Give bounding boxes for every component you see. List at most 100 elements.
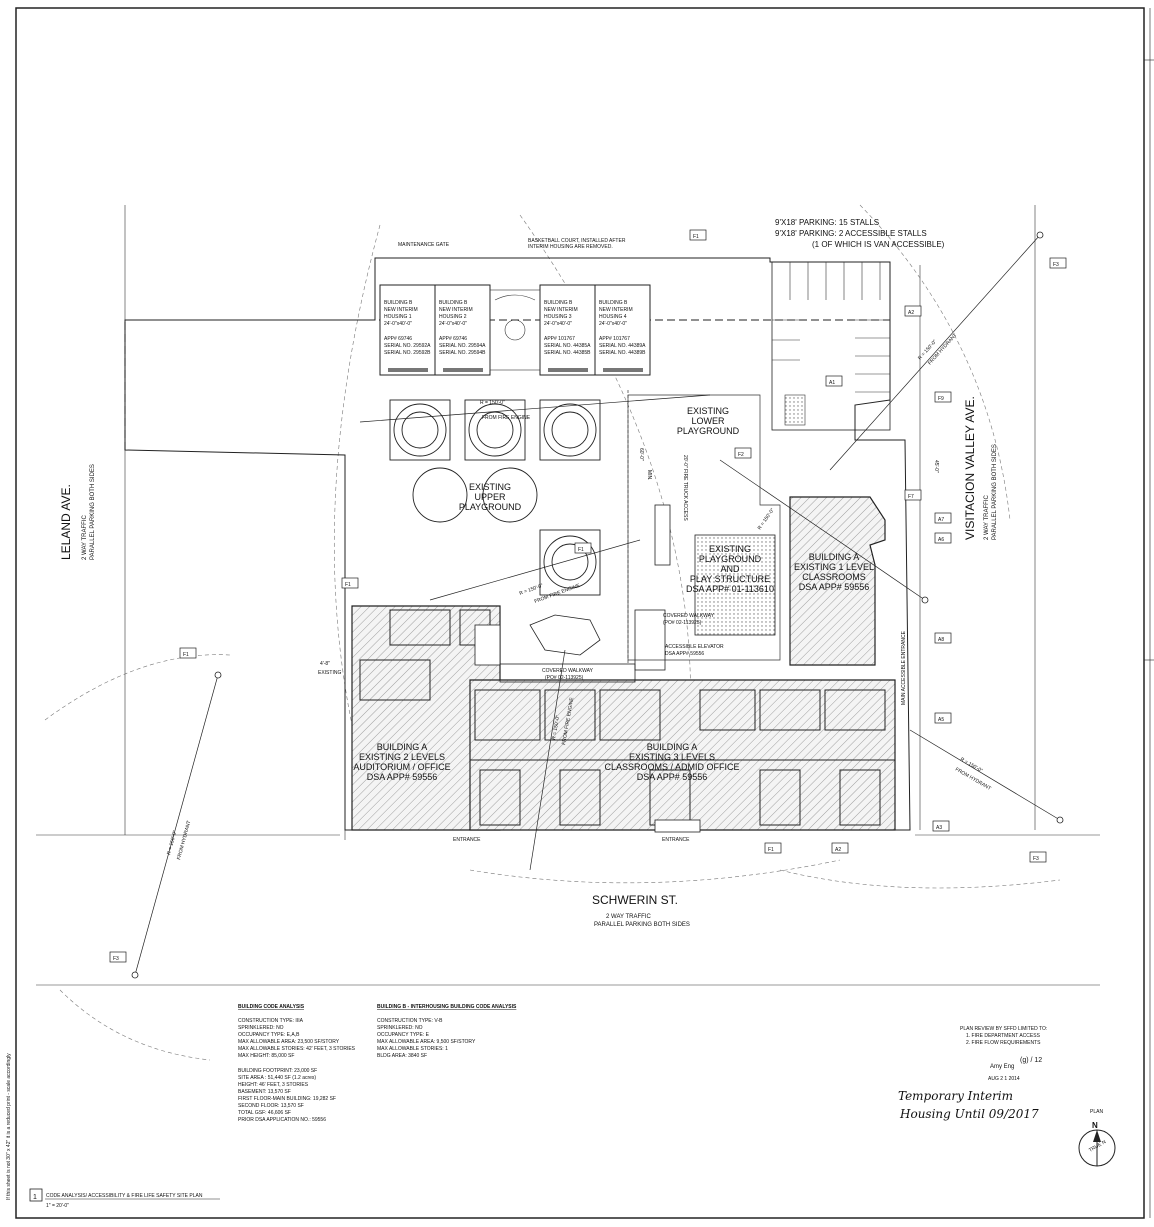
svg-text:BUILDING B: BUILDING B bbox=[384, 300, 413, 306]
tag-f1: F1 bbox=[179, 647, 197, 659]
svg-text:BUILDING CODE ANALYSIS: BUILDING CODE ANALYSIS bbox=[238, 1004, 305, 1010]
svg-text:A8: A8 bbox=[938, 637, 944, 643]
svg-text:BLDG AREA: 3840 SF: BLDG AREA: 3840 SF bbox=[377, 1053, 427, 1059]
svg-text:PLAN: PLAN bbox=[1090, 1109, 1103, 1115]
leland-parking: PARALLEL PARKING BOTH SIDES bbox=[90, 464, 96, 560]
svg-text:F3: F3 bbox=[1033, 856, 1039, 862]
hydrant-radius-arc bbox=[44, 654, 231, 721]
svg-text:HOUSING 4: HOUSING 4 bbox=[599, 314, 627, 320]
svg-text:APP# 69746: APP# 69746 bbox=[439, 336, 467, 342]
svg-text:SPRINKLERED: NO: SPRINKLERED: NO bbox=[238, 1025, 284, 1031]
hydrant-symbols bbox=[131, 231, 1064, 979]
handwritten-note-line1: Temporary Interim bbox=[898, 1089, 1013, 1103]
svg-text:PLAN REVIEW BY SFFD LIMITED TO: PLAN REVIEW BY SFFD LIMITED TO: bbox=[960, 1026, 1047, 1032]
tag-a1: A1 bbox=[825, 375, 843, 387]
svg-text:24'-0"x40'-0": 24'-0"x40'-0" bbox=[439, 321, 467, 327]
interim-boundary bbox=[124, 319, 890, 450]
svg-text:F3: F3 bbox=[113, 956, 119, 962]
covered-walkway bbox=[634, 609, 666, 671]
play-structure bbox=[694, 534, 776, 636]
svg-text:APP# 101767: APP# 101767 bbox=[544, 336, 575, 342]
svg-text:SERIAL NO. 29592A: SERIAL NO. 29592A bbox=[384, 343, 431, 349]
building-a-3-levels bbox=[469, 679, 896, 831]
tag-a2: A2 bbox=[904, 305, 922, 317]
lower-playground-label: EXISTING LOWER PLAYGROUND bbox=[677, 406, 740, 436]
main-entrance-label: MAIN ACCESSIBLE ENTRANCE bbox=[901, 630, 907, 705]
svg-text:LOWER: LOWER bbox=[691, 416, 725, 426]
svg-text:NEW INTERIM: NEW INTERIM bbox=[599, 307, 633, 313]
tag-f3: F3 bbox=[1049, 257, 1067, 269]
radius-label-source: FROM FIRE ENGINE bbox=[482, 415, 531, 421]
svg-text:SERIAL NO. 29594B: SERIAL NO. 29594B bbox=[439, 350, 486, 356]
svg-text:1: 1 bbox=[33, 1194, 37, 1201]
dim-60: 60'-0" bbox=[638, 448, 644, 461]
svg-text:MAX ALLOWABLE AREA: 23,500 SF/: MAX ALLOWABLE AREA: 23,500 SF/STORY bbox=[238, 1039, 340, 1045]
svg-text:F7: F7 bbox=[908, 494, 914, 500]
svg-text:AUG 2 1 2014: AUG 2 1 2014 bbox=[988, 1076, 1020, 1082]
svg-text:SERIAL NO. 44389A: SERIAL NO. 44389A bbox=[599, 343, 646, 349]
tag-f1: F1 bbox=[689, 229, 707, 241]
handwritten-note-line2: Housing Until 09/2017 bbox=[899, 1107, 1039, 1121]
svg-text:SERIAL NO. 44385B: SERIAL NO. 44385B bbox=[544, 350, 591, 356]
leland-ave-label: LELAND AVE. bbox=[59, 484, 73, 560]
svg-text:24'-0"x40'-0": 24'-0"x40'-0" bbox=[544, 321, 572, 327]
radius-label: R = 150'-0" bbox=[166, 830, 178, 856]
svg-text:F1: F1 bbox=[345, 582, 351, 588]
svg-text:DSA APP# 59556: DSA APP# 59556 bbox=[367, 772, 438, 782]
svg-text:24'-0"x40'-0": 24'-0"x40'-0" bbox=[599, 321, 627, 327]
unit-ramps bbox=[388, 368, 643, 372]
svg-text:CONSTRUCTION TYPE: V-B: CONSTRUCTION TYPE: V-B bbox=[377, 1018, 443, 1024]
svg-text:SERIAL NO. 29592B: SERIAL NO. 29592B bbox=[384, 350, 431, 356]
svg-text:A2: A2 bbox=[908, 310, 914, 316]
hydrant-radius-arc bbox=[779, 869, 1061, 889]
svg-text:BUILDING B - INTERHOUSING BUIL: BUILDING B - INTERHOUSING BUILDING CODE … bbox=[377, 1004, 517, 1010]
svg-text:MAX HEIGHT: 85,000 SF: MAX HEIGHT: 85,000 SF bbox=[238, 1053, 294, 1059]
existing-note: EXISTING bbox=[318, 670, 341, 676]
visitacion-ave-label: VISITACION VALLEY AVE. bbox=[963, 396, 977, 540]
svg-text:PLAYGROUND: PLAYGROUND bbox=[677, 426, 740, 436]
svg-text:EXISTING 2 LEVELS: EXISTING 2 LEVELS bbox=[359, 752, 445, 762]
stair bbox=[474, 624, 501, 666]
entrance-stair bbox=[654, 819, 701, 833]
radius-label: R = 150'-0" bbox=[551, 715, 561, 741]
svg-text:CLASSROOMS: CLASSROOMS bbox=[802, 572, 866, 582]
svg-text:NEW INTERIM: NEW INTERIM bbox=[544, 307, 578, 313]
visitacion-parking: PARALLEL PARKING BOTH SIDES bbox=[992, 444, 998, 540]
svg-text:24'-0"x40'-0": 24'-0"x40'-0" bbox=[384, 321, 412, 327]
entrance-label: ENTRANCE bbox=[453, 837, 481, 843]
svg-text:APP# 101767: APP# 101767 bbox=[599, 336, 630, 342]
radius-label: R = 150'-0" bbox=[757, 507, 776, 531]
svg-text:SITE AREA : 51,440 SF (1.2 acr: SITE AREA : 51,440 SF (1.2 acres) bbox=[238, 1075, 316, 1081]
tag-a3: A3 bbox=[932, 820, 950, 832]
svg-text:HOUSING 2: HOUSING 2 bbox=[439, 314, 467, 320]
svg-text:DSA APP# 59556: DSA APP# 59556 bbox=[799, 582, 870, 592]
svg-text:A2: A2 bbox=[835, 847, 841, 853]
reduced-print-note: If this sheet is not 30" x 42" it is a r… bbox=[6, 1053, 12, 1200]
schwerin-parking: PARALLEL PARKING BOTH SIDES bbox=[594, 922, 690, 928]
covered-walkway bbox=[499, 663, 636, 683]
hydrant-radius-arc bbox=[469, 859, 841, 884]
schwerin-traffic: 2 WAY TRAFFIC bbox=[606, 914, 651, 920]
tag-a6: A6 bbox=[934, 532, 952, 544]
svg-text:HOUSING 1: HOUSING 1 bbox=[384, 314, 412, 320]
plan-review-stamp: PLAN REVIEW BY SFFD LIMITED TO: 1. FIRE … bbox=[960, 1026, 1047, 1082]
svg-text:2. FIRE FLOW REQUIREMENTS: 2. FIRE FLOW REQUIREMENTS bbox=[966, 1040, 1041, 1046]
fire-truck-access-note: 20'-0" FIRE TRUCK ACCESS bbox=[682, 455, 688, 521]
svg-text:PRIOR DSA APPLICATION NO.: 595: PRIOR DSA APPLICATION NO.: 59556 bbox=[238, 1117, 326, 1123]
svg-text:DSA APP# 01-113610: DSA APP# 01-113610 bbox=[686, 584, 774, 594]
svg-text:TOTAL GSF: 46,606 SF: TOTAL GSF: 46,606 SF bbox=[238, 1110, 291, 1116]
svg-text:BUILDING B: BUILDING B bbox=[599, 300, 628, 306]
building-a-1-level bbox=[789, 496, 886, 666]
tag-a5: A5 bbox=[934, 712, 952, 724]
tag-f1: F1 bbox=[764, 842, 782, 854]
svg-text:CLASSROOMS / ADMID OFFICE: CLASSROOMS / ADMID OFFICE bbox=[604, 762, 739, 772]
entrance-label: ENTRANCE bbox=[662, 837, 690, 843]
sheet-title-block: 1 CODE ANALYSIS/ ACCESSIBILITY & FIRE LI… bbox=[29, 1188, 220, 1209]
covered-walkway-note: COVERED WALKWAY bbox=[663, 613, 715, 619]
svg-text:A6: A6 bbox=[938, 537, 944, 543]
hydrant-radius-arc bbox=[59, 989, 211, 1061]
